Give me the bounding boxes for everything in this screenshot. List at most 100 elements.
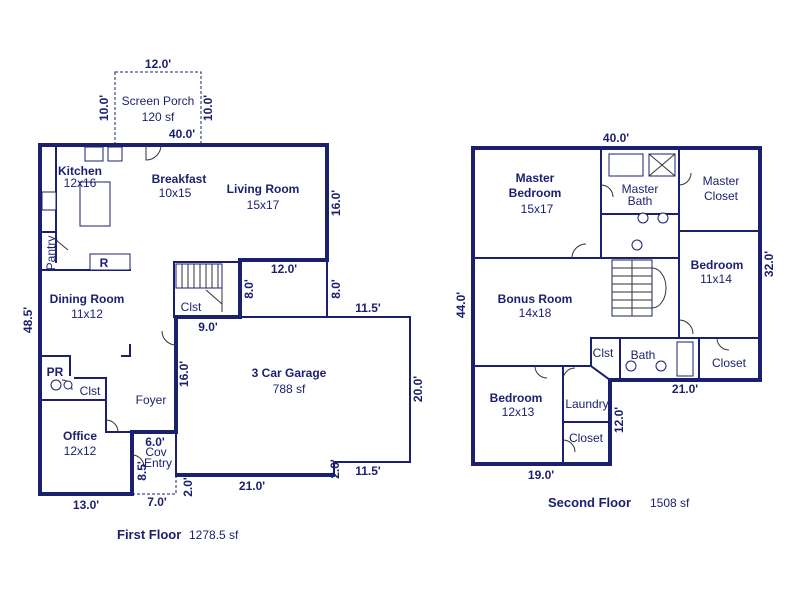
sink-icon — [84, 146, 104, 162]
dim-living-right: 16.0' — [329, 190, 343, 216]
bedroom-right-label: Bedroom — [691, 258, 744, 272]
dim-porch-right: 10.0' — [201, 95, 215, 121]
second-floor-caption: Second Floor — [548, 495, 631, 510]
laundry-label: Laundry — [565, 397, 608, 411]
master-bedroom-label-2: Bedroom — [509, 186, 562, 200]
sink-icon — [657, 212, 669, 224]
garage-size: 788 sf — [273, 382, 306, 396]
dim-garage-step: 9.0' — [198, 320, 218, 334]
dim-garage-right: 20.0' — [411, 376, 425, 402]
cov-entry-label: Cov — [145, 445, 166, 459]
kitchen-size: 12x16 — [64, 176, 97, 190]
breakfast-size: 10x15 — [159, 186, 192, 200]
dim-entry-top: 6.0' — [145, 435, 165, 449]
toilet-icon — [50, 379, 62, 391]
dim-step-bottom: 21.0' — [672, 382, 698, 396]
kitchen-label: Kitchen — [58, 164, 102, 178]
dim-porch-left: 10.0' — [97, 95, 111, 121]
dishwasher-icon — [107, 146, 123, 162]
dim-office-bottom: 13.0' — [73, 498, 99, 512]
toilet-icon — [655, 360, 667, 372]
bedroom-right-size: 11x14 — [700, 272, 732, 286]
dim-first-top: 40.0' — [169, 127, 195, 141]
master-bath-label: Master — [622, 182, 659, 196]
door-arc-icon — [131, 454, 145, 468]
dim-garage-bottom-right: 11.5' — [355, 464, 381, 478]
cov-entry-outline — [132, 476, 177, 495]
dim-stair-right: 8.0' — [242, 279, 256, 299]
small-closet-label: Clst — [593, 346, 614, 360]
master-bedroom-size: 15x17 — [521, 202, 554, 216]
door-arc-icon — [600, 184, 614, 198]
dim-second-bottom: 19.0' — [528, 468, 554, 482]
pr-closet-label: Clst — [80, 384, 101, 398]
office-size: 12x12 — [64, 444, 97, 458]
door-arc-icon — [571, 243, 587, 259]
bedroom-left-size: 12x13 — [502, 405, 535, 419]
bathtub-icon — [676, 341, 694, 377]
stairs-first-floor — [175, 263, 223, 312]
dim-porch-top: 12.0' — [145, 57, 171, 71]
garage-wall — [326, 259, 411, 463]
bathtub-icon — [608, 153, 644, 177]
dim-garage-bottom: 21.0' — [239, 479, 265, 493]
living-room-size: 15x17 — [247, 198, 280, 212]
dim-second-top: 40.0' — [603, 131, 629, 145]
first-floor-caption: First Floor — [117, 527, 181, 542]
refrigerator-label: R — [100, 256, 109, 270]
stove-icon — [41, 191, 57, 211]
sink-icon — [625, 360, 637, 372]
toilet-icon — [631, 239, 643, 251]
master-closet-label: Master — [703, 174, 740, 188]
dim-garage-bottom-right-v: 2.0' — [328, 459, 342, 479]
bath-label: Bath — [631, 348, 656, 362]
door-arc-icon — [678, 172, 692, 186]
bonus-room-size: 14x18 — [519, 306, 552, 320]
dim-garage-inner-left: 16.0' — [177, 361, 191, 387]
dim-second-left: 44.0' — [454, 292, 468, 318]
bonus-room-label: Bonus Room — [498, 292, 573, 306]
door-arc-icon — [716, 337, 730, 351]
door-arc-icon — [534, 365, 548, 379]
dining-room-size: 11x12 — [71, 307, 103, 321]
closet-right-label: Closet — [712, 356, 747, 370]
dim-first-left: 48.5' — [21, 307, 35, 333]
master-closet-label-2: Closet — [704, 189, 739, 203]
door-arc-icon — [145, 144, 162, 161]
second-floor-area: 1508 sf — [650, 496, 690, 510]
stairs-second-floor — [611, 259, 667, 317]
dim-laundry-right: 12.0' — [612, 407, 626, 433]
living-room-label: Living Room — [227, 182, 300, 196]
pantry-label: Pantry — [44, 236, 58, 271]
cov-entry-label-2: Entry — [144, 456, 172, 470]
door-arc-icon — [55, 239, 69, 251]
dim-garage-top-right: 11.5' — [355, 301, 381, 315]
dim-garage-top-left: 12.0' — [271, 262, 297, 276]
door-arc-icon — [678, 319, 694, 335]
door-arc-icon — [161, 330, 177, 346]
master-bath-label-2: Bath — [628, 194, 653, 208]
master-bedroom-label: Master — [516, 171, 555, 185]
interior-wall — [589, 364, 612, 382]
screen-porch-size: 120 sf — [142, 110, 175, 124]
first-floor-area: 1278.5 sf — [189, 528, 239, 542]
door-arc-icon — [562, 439, 576, 453]
screen-porch-label: Screen Porch — [122, 94, 195, 108]
powder-room-label: PR — [47, 365, 64, 379]
dim-garage-bottom-left: 2.0' — [181, 477, 195, 497]
dim-garage-left-upper: 8.0' — [329, 279, 343, 299]
first-floor: Screen Porch 120 sf Kitchen 12x16 Breakf… — [21, 57, 425, 542]
foyer-label: Foyer — [136, 393, 167, 407]
sink-icon — [63, 380, 73, 390]
door-arc-icon — [562, 367, 576, 381]
second-floor: Master Bedroom 15x17 Master Bath Master … — [454, 131, 776, 510]
dim-entry-bottom: 7.0' — [147, 495, 167, 509]
refrigerator-icon — [89, 253, 131, 271]
office-label: Office — [63, 429, 97, 443]
dim-second-right: 32.0' — [762, 251, 776, 277]
breakfast-label: Breakfast — [152, 172, 207, 186]
stair-closet-label: Clst — [181, 300, 202, 314]
kitchen-island — [79, 181, 111, 227]
sink-icon — [637, 212, 649, 224]
